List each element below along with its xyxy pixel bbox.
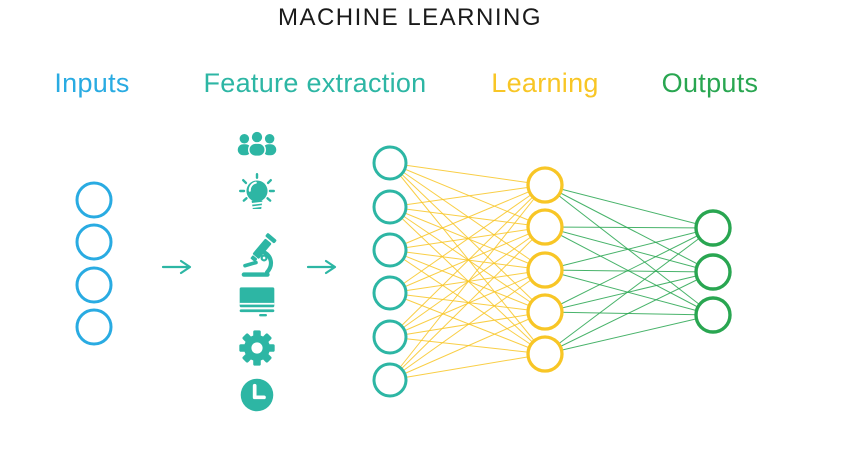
clock-icon [238,376,276,414]
connection-line [389,162,546,186]
microscope-icon [242,233,277,277]
output-layer-node [694,209,732,247]
input-node [75,223,113,261]
column-header-outputs: Outputs [661,68,759,98]
connection-line [544,184,714,273]
connection-line [389,162,546,228]
column-header-inputs: Inputs [54,68,130,98]
connection-line [389,292,546,313]
hidden-layer-node [526,208,564,246]
connection-line [389,353,546,381]
connection-line [544,269,714,273]
users-icon [236,130,278,158]
feature-layer-node [372,189,408,225]
column-header-learning: Learning [491,68,599,98]
connection-line [389,162,546,355]
connection-line [389,162,546,313]
feature-layer-node [372,319,408,355]
feature-layer-node [372,232,408,268]
arrow-inputs-to-features [161,259,192,275]
hidden-layer-node [526,335,564,373]
connection-line [389,184,546,381]
output-layer-node [694,296,732,334]
feature-layer-node [372,145,408,181]
page-title: MACHINE LEARNING [277,4,543,31]
connection-line [389,184,546,294]
connection-line [389,311,546,381]
connection-line [389,184,546,338]
input-node [75,266,113,304]
connection-line [389,226,546,381]
connection-line [544,227,714,355]
connection-line [389,269,546,381]
network-nodes [75,145,732,398]
hidden-layer-node [526,293,564,331]
connection-line [389,184,546,208]
input-node [75,181,113,219]
connection-line [544,314,714,355]
connection-line [544,271,714,313]
hidden-layer-node [526,251,564,289]
connection-line [544,226,714,229]
input-node [75,308,113,346]
arrow-features-to-network [306,259,337,275]
feature-extraction-icons [236,130,278,414]
hidden-layer-node [526,166,564,204]
flow-arrows [161,259,337,275]
feature-layer-node [372,362,408,398]
connection-line [544,271,714,355]
connection-line [544,227,714,313]
lightbulb-icon [238,172,275,211]
connection-line [389,184,546,251]
gear-icon [239,330,275,366]
feature-layer-node [372,275,408,311]
connection-line [544,184,714,229]
output-layer-node [694,253,732,291]
connection-line [389,226,546,294]
monitor-icon [238,286,276,318]
column-header-feature-extraction: Feature extraction [203,68,427,98]
connection-line [544,227,714,271]
network-connections [389,162,714,381]
connection-line [389,292,546,355]
